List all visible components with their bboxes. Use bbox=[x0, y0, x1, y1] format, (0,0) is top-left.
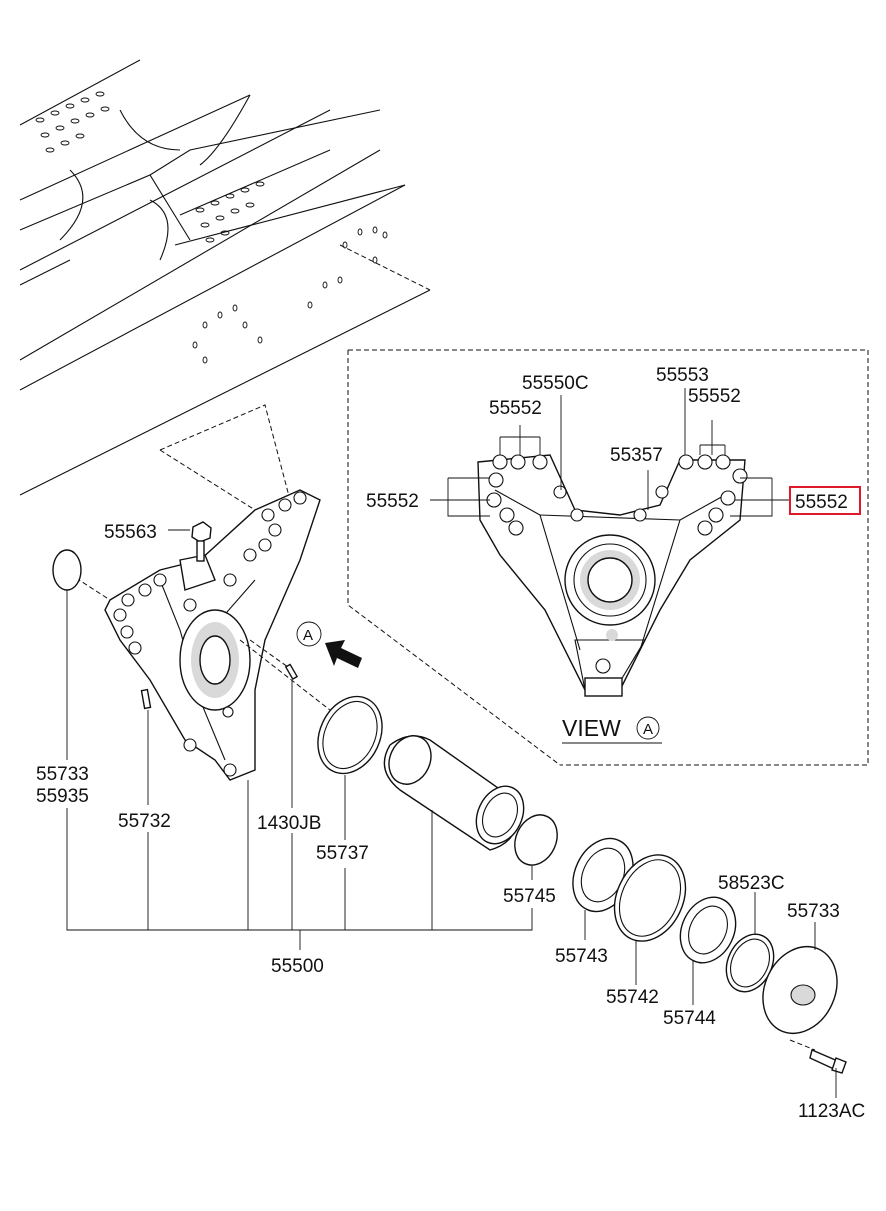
label-55744: 55744 bbox=[663, 1008, 716, 1029]
label-55732: 55732 bbox=[118, 811, 171, 832]
label-55500: 55500 bbox=[271, 956, 324, 977]
ring-55737 bbox=[317, 695, 383, 775]
view-direction-arrow bbox=[325, 640, 362, 668]
label-55935: 55935 bbox=[36, 786, 89, 807]
bolt-1123ac bbox=[809, 1049, 847, 1074]
leaders-view-a bbox=[430, 388, 790, 517]
label-55737: 55737 bbox=[316, 843, 369, 864]
plate-55744 bbox=[679, 896, 737, 964]
assembly-guides bbox=[75, 577, 331, 711]
view-a-detail-frame bbox=[347, 349, 869, 766]
label-55553: 55553 bbox=[656, 365, 709, 386]
cap-55733-left bbox=[52, 549, 82, 591]
label-55745: 55745 bbox=[503, 886, 556, 907]
label-55733-right: 55733 bbox=[787, 901, 840, 922]
label-55552-right[interactable]: 55552 bbox=[795, 492, 848, 513]
label-58523c: 58523C bbox=[718, 873, 785, 894]
pin-55732 bbox=[140, 688, 152, 710]
view-a-ref-letter: A bbox=[643, 721, 653, 738]
label-55357: 55357 bbox=[610, 445, 663, 466]
bracket-main bbox=[104, 489, 321, 781]
leaders-main bbox=[66, 529, 837, 1098]
pin-1430jb bbox=[284, 663, 299, 681]
chassis-frame bbox=[19, 59, 431, 511]
label-55733-left: 55733 bbox=[36, 764, 89, 785]
cover-55733-right bbox=[762, 945, 838, 1035]
label-55550c: 55550C bbox=[522, 373, 589, 394]
gasket-55742 bbox=[613, 854, 687, 942]
label-55563: 55563 bbox=[104, 522, 157, 543]
label-55552-top-right: 55552 bbox=[688, 386, 741, 407]
label-55552-top-left: 55552 bbox=[489, 398, 542, 419]
view-a-title: VIEW bbox=[562, 715, 621, 741]
label-55743: 55743 bbox=[555, 946, 608, 967]
bushing bbox=[383, 735, 525, 851]
label-55742: 55742 bbox=[606, 987, 659, 1008]
label-1430jb: 1430JB bbox=[257, 813, 321, 834]
ref-marker-a: A bbox=[303, 627, 313, 644]
label-55552-left: 55552 bbox=[366, 491, 419, 512]
highlight-box-55552[interactable] bbox=[789, 486, 861, 515]
bracket-view-a bbox=[477, 454, 748, 697]
label-1123ac: 1123AC bbox=[798, 1101, 865, 1122]
plug-55745 bbox=[514, 814, 558, 866]
